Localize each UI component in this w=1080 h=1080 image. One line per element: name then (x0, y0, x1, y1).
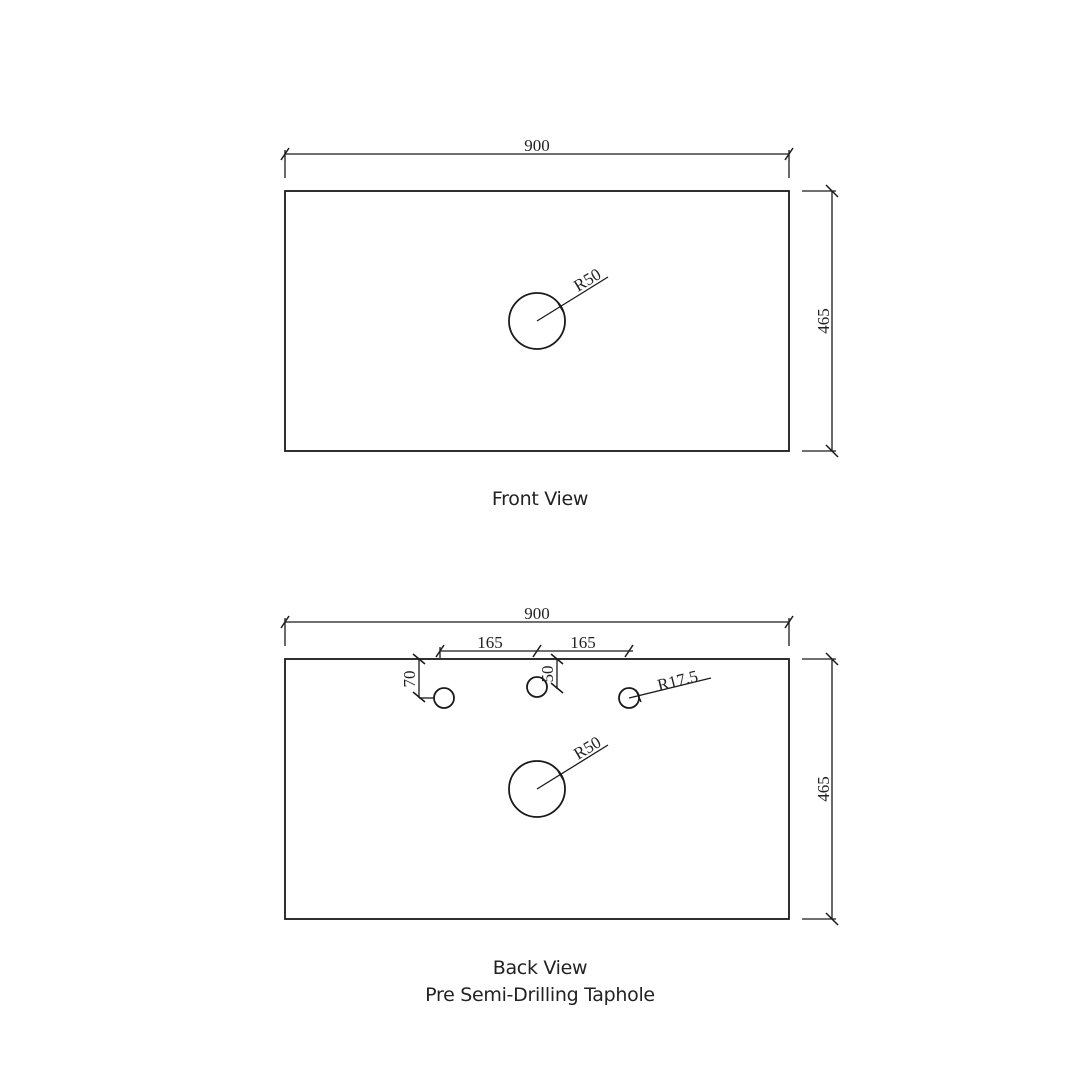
back-view-subcaption: Pre Semi-Drilling Taphole (425, 984, 655, 1006)
front-waste-hole (508, 292, 566, 350)
front-height-dimension: 465 (802, 184, 839, 458)
center-taphole-offset-dimension: 50 (538, 653, 564, 694)
back-view: 900 165 165 70 50 (280, 604, 839, 926)
front-width-label: 900 (524, 136, 550, 155)
back-width-label: 900 (524, 604, 550, 623)
back-radius-label: R50 (570, 733, 604, 764)
taphole-center (526, 676, 548, 698)
taphole-spacing-dimension: 165 165 (435, 633, 634, 658)
front-height-label: 465 (814, 308, 833, 334)
taphole-radius-label: R17.5 (655, 667, 699, 695)
back-waste-hole (508, 760, 566, 818)
back-height-label: 465 (814, 776, 833, 802)
front-view-caption: Front View (491, 488, 589, 510)
front-radius-leader: R50 (536, 265, 609, 322)
center-taphole-offset-label: 50 (538, 666, 557, 683)
back-view-caption: Back View (492, 957, 588, 979)
back-height-dimension: 465 (802, 652, 839, 926)
front-radius-label: R50 (570, 265, 604, 296)
back-width-dimension: 900 (280, 604, 794, 646)
back-radius-leader: R50 (536, 733, 609, 790)
side-taphole-offset-label: 70 (400, 671, 419, 688)
front-view: 900 R50 465 (280, 136, 839, 458)
side-taphole-offset-dimension: 70 (400, 653, 434, 703)
taphole-spacing-left-label: 165 (477, 633, 503, 652)
taphole-radius-leader: R17.5 (628, 667, 712, 703)
taphole-spacing-right-label: 165 (570, 633, 596, 652)
front-outline (284, 190, 790, 452)
taphole-left (433, 687, 455, 709)
back-outline (284, 658, 790, 920)
front-width-dimension: 900 (280, 136, 794, 178)
